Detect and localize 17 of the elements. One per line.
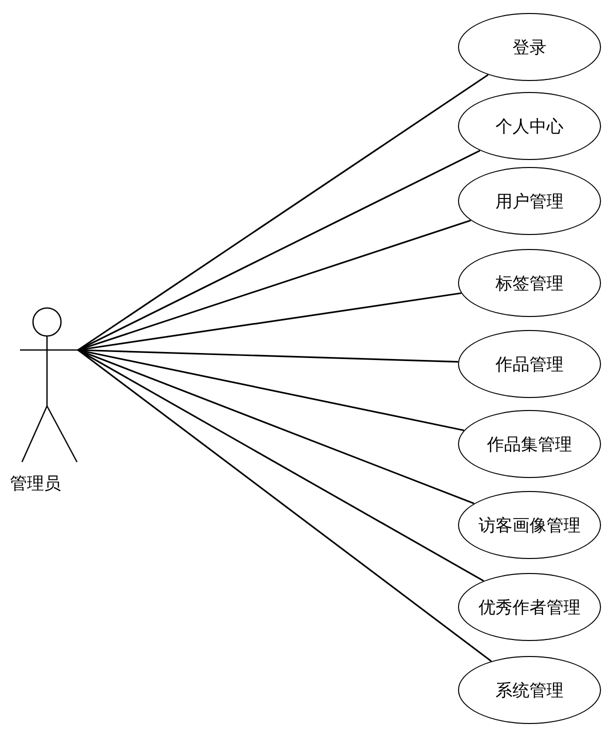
use-case-ellipse: 用户管理 <box>458 167 601 235</box>
actor-label: 管理员 <box>10 473 62 495</box>
use-case-ellipse: 系统管理 <box>458 656 601 724</box>
use-case-ellipse: 优秀作者管理 <box>458 573 601 641</box>
use-case-ellipse: 作品集管理 <box>458 410 601 478</box>
association-line <box>78 292 462 351</box>
association-line <box>78 74 489 351</box>
use-case-ellipse: 标签管理 <box>458 249 601 317</box>
association-line <box>78 349 492 662</box>
use-case-ellipse: 作品管理 <box>458 330 601 398</box>
use-case-ellipse: 个人中心 <box>458 92 601 160</box>
association-line <box>78 220 472 351</box>
association-line <box>78 150 480 351</box>
association-line <box>78 349 474 504</box>
use-case-ellipse: 登录 <box>458 13 601 81</box>
association-line <box>78 349 484 582</box>
use-case-ellipse: 访客画像管理 <box>458 491 601 559</box>
